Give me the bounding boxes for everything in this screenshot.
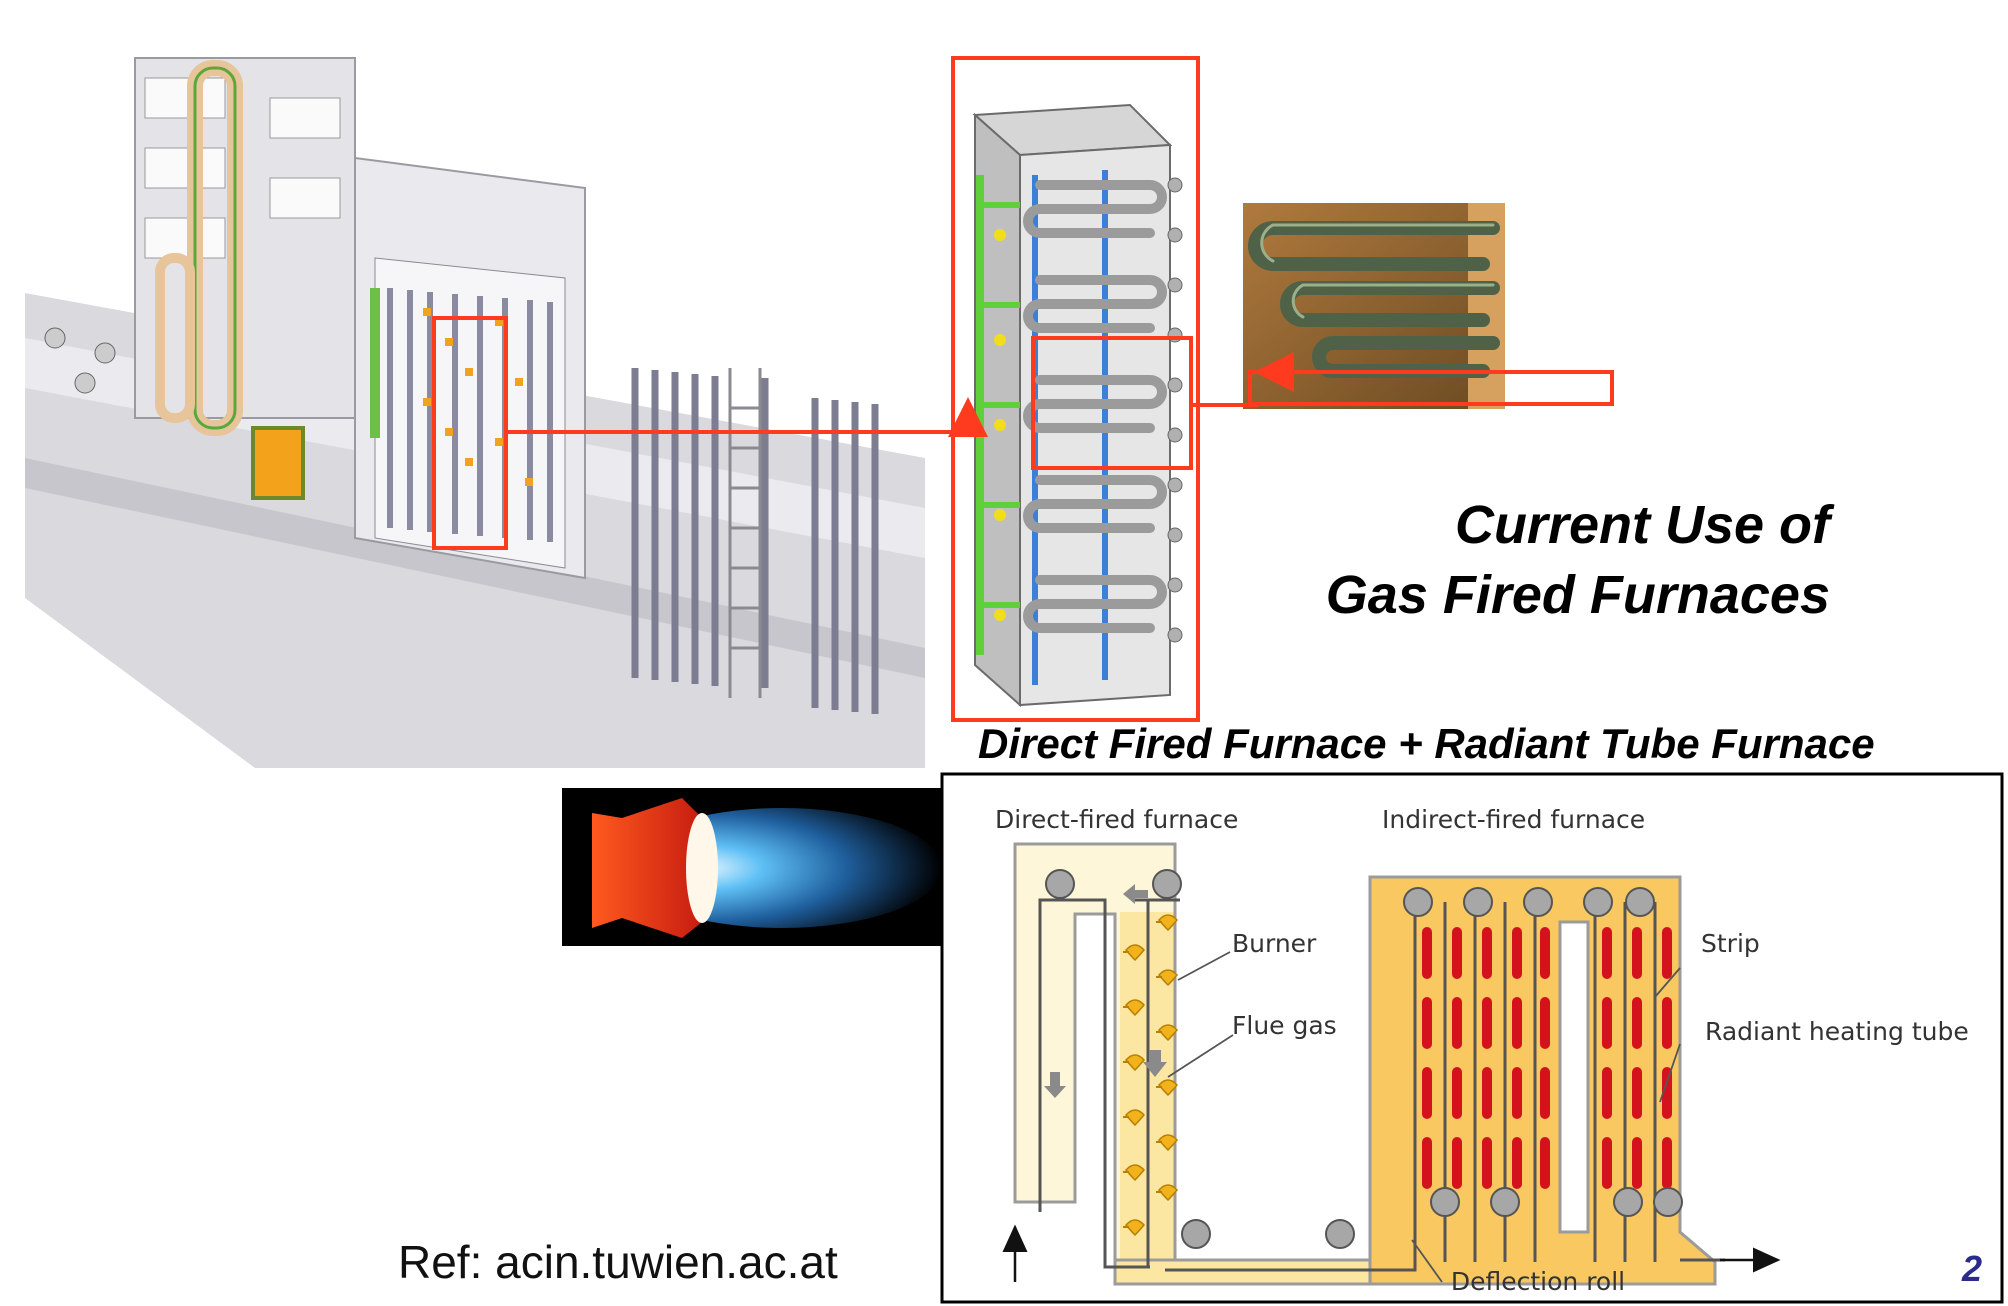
highlight-box-tube-detail (1031, 336, 1193, 470)
label-deflection-roll: Deflection roll (1451, 1267, 1625, 1296)
label-direct-fired-section: Direct-fired furnace (995, 805, 1238, 834)
slide-title: Current Use of Gas Fired Furnaces (1160, 490, 1830, 630)
diagram-subtitle: Direct Fired Furnace + Radiant Tube Furn… (978, 720, 1875, 767)
furnace-schematic: Direct-fired furnace Indirect-fired furn… (940, 772, 2004, 1304)
plant-illustration (25, 57, 925, 768)
radiant-heating-tubes (1422, 927, 1672, 1189)
flow-arrow-down (1044, 1072, 1066, 1098)
reference-text: Ref: acin.tuwien.ac.at (398, 1236, 838, 1288)
flow-arrow-top (1123, 884, 1148, 904)
title-line-1: Current Use of (1454, 495, 1830, 555)
highlight-box-photo-link (1248, 370, 1614, 406)
label-flue-gas: Flue gas (1232, 1011, 1337, 1040)
label-radiant-heating-tube: Radiant heating tube (1705, 1017, 1969, 1046)
radiant-tube-photo (1243, 203, 1505, 409)
flow-arrow-up (1143, 1050, 1167, 1077)
page-number: 2 (1962, 1248, 1983, 1289)
title-line-2: Gas Fired Furnaces (1325, 565, 1830, 625)
burner-flame-photo (562, 788, 942, 946)
label-strip: Strip (1701, 929, 1760, 958)
highlight-box-module (951, 56, 1200, 722)
radiant-tube-module-illustration (972, 103, 1183, 708)
label-burner: Burner (1232, 929, 1317, 958)
label-indirect-fired-section: Indirect-fired furnace (1382, 805, 1645, 834)
highlight-box-plant-section (432, 316, 508, 550)
